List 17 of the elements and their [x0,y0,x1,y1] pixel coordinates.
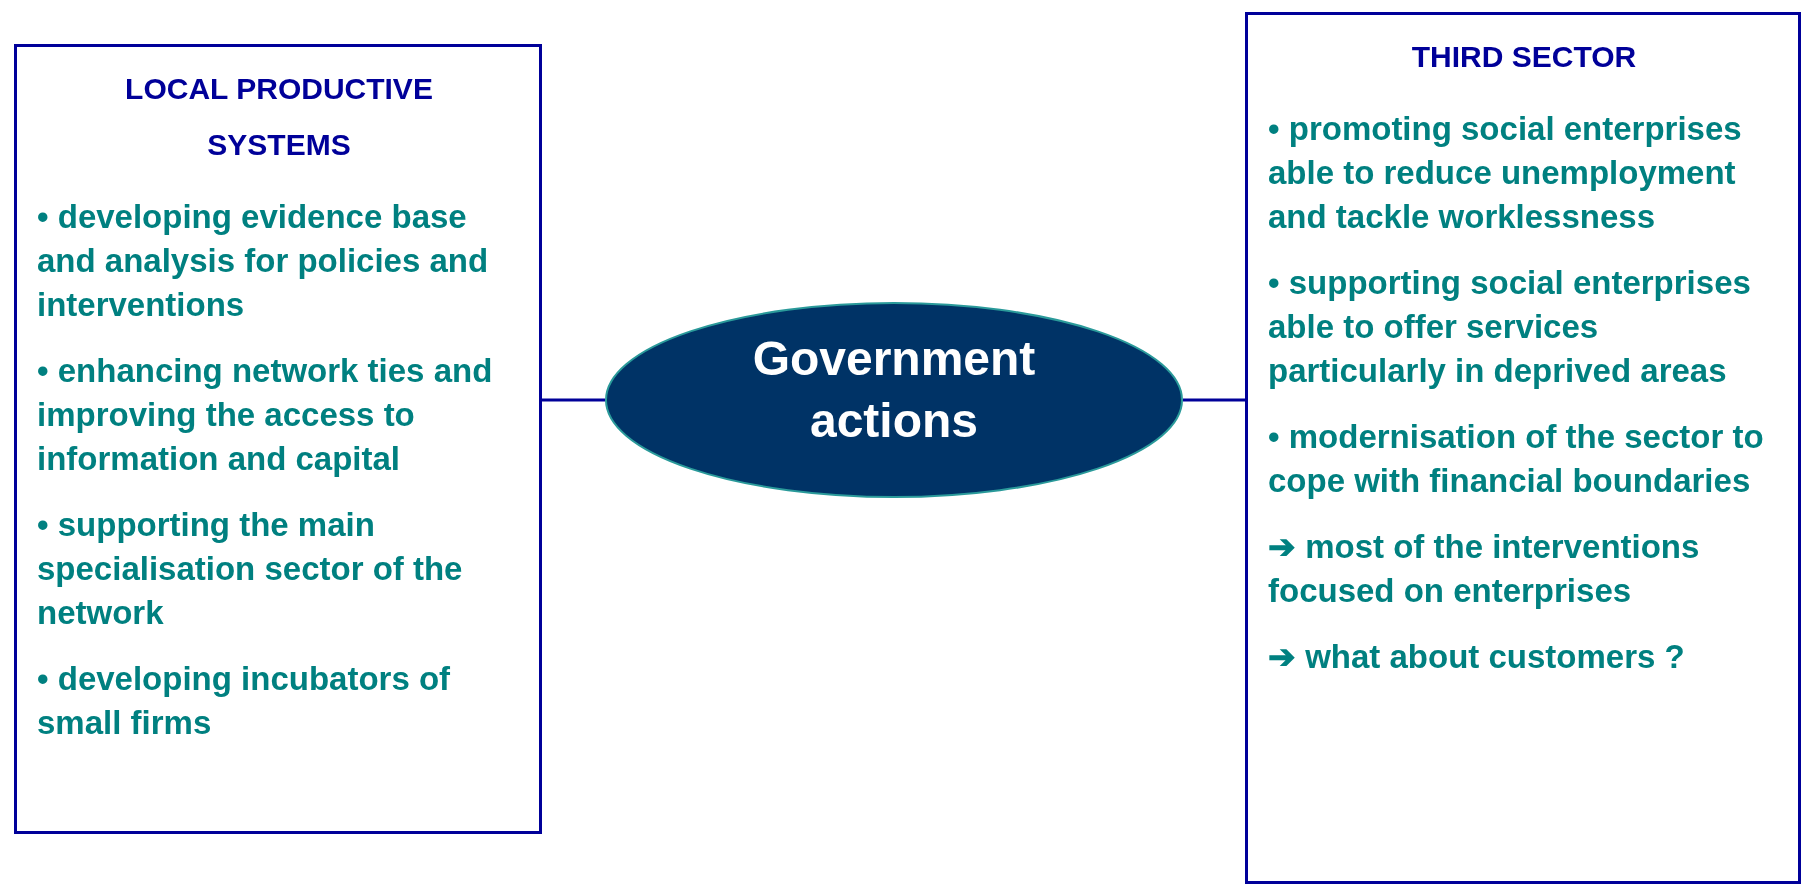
connector-line [542,398,605,402]
connector-line [1183,398,1245,402]
node-label: Government actions [751,331,1037,449]
bullet-item: • enhancing network ties and improving the access to information and capital [37,351,494,479]
bullet-item: • supporting the main specialisation sector of the network [37,505,464,633]
bullet-item: ➔ what about customers ? [1268,637,1686,677]
bullet-item: • supporting social enterprises able to offer services particularly in deprived areas [1268,263,1752,391]
bullet-item: • developing evidence base and analysis for policies and interventions [37,197,490,325]
bullet-item: • modernisation of the sector to cope with financial boundaries [1268,417,1765,501]
bullet-item: • promoting social enterprises able to reduce unemployment and tackle worklessness [1268,109,1743,237]
bullet-item: • developing incubators of small firms [37,659,452,743]
panel-heading: LOCAL PRODUCTIVE SYSTEMS [124,71,434,163]
text-panel [1245,12,1801,884]
ellipse-node [605,302,1183,498]
panel-heading: THIRD SECTOR [1410,39,1638,75]
bullet-item: ➔ most of the interventions focused on enterprises [1268,527,1701,611]
text-panel [14,44,542,834]
